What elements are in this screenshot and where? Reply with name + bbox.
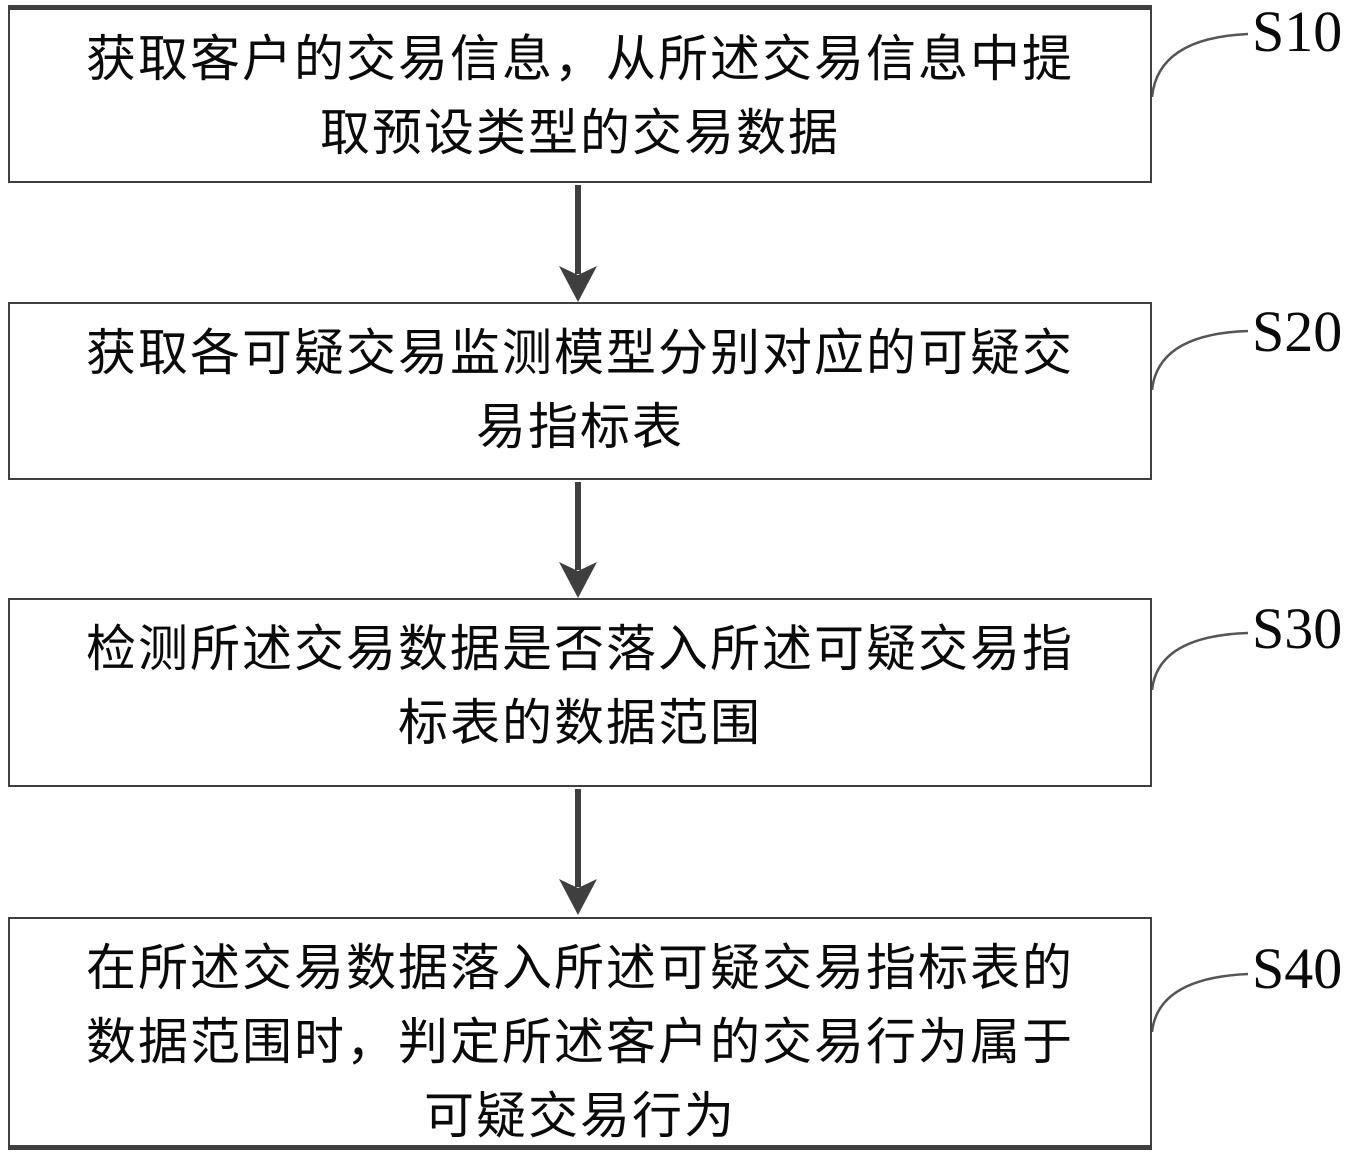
- leader-line-s10: [1150, 32, 1249, 98]
- step-text-line: 获取客户的交易信息，从所述交易信息中提: [86, 31, 1074, 87]
- step-text-line: 标表的数据范围: [398, 695, 762, 751]
- step-text-s20: 获取各可疑交易监测模型分别对应的可疑交 易指标表: [10, 304, 1150, 464]
- step-label-s30: S30: [1252, 596, 1343, 661]
- step-label-s40: S40: [1252, 936, 1343, 1001]
- step-text-line: 获取各可疑交易监测模型分别对应的可疑交: [86, 325, 1074, 381]
- flow-arrow-2: [559, 482, 597, 598]
- step-text-line: 检测所述交易数据是否落入所述可疑交易指: [86, 621, 1074, 677]
- flow-arrow-1: [559, 185, 597, 302]
- step-box-s30: 检测所述交易数据是否落入所述可疑交易指 标表的数据范围: [8, 598, 1152, 787]
- step-text-line: 数据范围时，判定所述客户的交易行为属于: [86, 1014, 1074, 1070]
- step-text-line: 可疑交易行为: [424, 1088, 736, 1144]
- flow-arrow-3: [559, 789, 597, 915]
- step-text-s40: 在所述交易数据落入所述可疑交易指标表的 数据范围时，判定所述客户的交易行为属于 …: [10, 919, 1150, 1153]
- step-text-line: 易指标表: [476, 399, 684, 455]
- step-text-s30: 检测所述交易数据是否落入所述可疑交易指 标表的数据范围: [10, 600, 1150, 760]
- leader-line-s40: [1150, 972, 1249, 1033]
- leader-line-s30: [1150, 631, 1249, 691]
- step-text-s10: 获取客户的交易信息，从所述交易信息中提 取预设类型的交易数据: [10, 10, 1150, 170]
- step-box-s10: 获取客户的交易信息，从所述交易信息中提 取预设类型的交易数据: [8, 5, 1152, 183]
- step-text-line: 取预设类型的交易数据: [320, 105, 840, 161]
- step-box-s20: 获取各可疑交易监测模型分别对应的可疑交 易指标表: [8, 302, 1152, 480]
- step-label-s20: S20: [1252, 299, 1343, 364]
- step-label-s10: S10: [1252, 0, 1343, 64]
- step-text-line: 在所述交易数据落入所述可疑交易指标表的: [86, 940, 1074, 996]
- step-box-s40: 在所述交易数据落入所述可疑交易指标表的 数据范围时，判定所述客户的交易行为属于 …: [8, 917, 1152, 1150]
- leader-line-s20: [1150, 329, 1249, 391]
